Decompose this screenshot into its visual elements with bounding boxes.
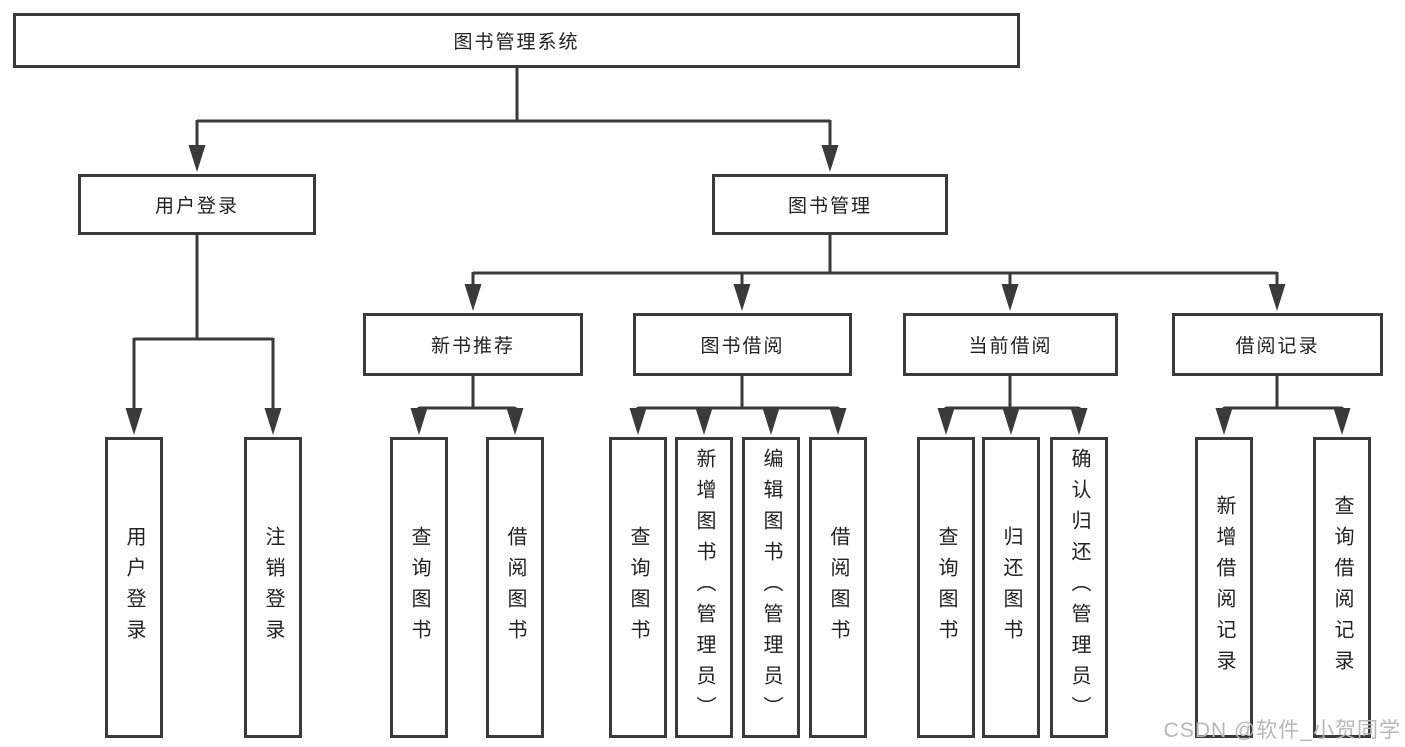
leaf-query-borrow-record: 查询借阅记录 — [1313, 437, 1371, 738]
node-label: 图书管理系统 — [453, 32, 580, 53]
leaf-edit-book-admin: 编辑图书（管理员） — [742, 437, 800, 738]
leaf-query-books-recommend: 查询图书 — [390, 437, 448, 738]
arrowhead — [125, 408, 143, 435]
leaf-add-book-admin: 新增图书（管理员） — [675, 437, 733, 738]
node-label: 编辑图书（管理员） — [760, 448, 782, 727]
node-label: 新书推荐 — [430, 336, 515, 357]
node-label: 当前借阅 — [968, 336, 1053, 357]
leaf-logout: 注销登录 — [244, 437, 302, 738]
arrowhead — [1001, 284, 1019, 311]
arrowhead — [264, 408, 282, 435]
node-new-book-recommendation: 新书推荐 — [363, 313, 583, 376]
node-book-borrowing: 图书借阅 — [633, 313, 852, 376]
node-label: 查询图书 — [408, 525, 430, 650]
node-label: 确认归还（管理员） — [1068, 448, 1090, 727]
node-label: 借阅记录 — [1235, 336, 1320, 357]
node-label: 查询图书 — [935, 525, 957, 650]
arrowhead — [829, 408, 847, 435]
leaf-query-books-current: 查询图书 — [917, 437, 975, 738]
node-user-login: 用户登录 — [78, 174, 316, 235]
arrowhead — [1215, 408, 1233, 435]
node-current-borrowing: 当前借阅 — [903, 313, 1118, 376]
leaf-add-borrow-record: 新增借阅记录 — [1195, 437, 1253, 738]
node-label: 注销登录 — [262, 525, 284, 650]
arrowhead — [464, 284, 482, 311]
arrowhead — [1070, 408, 1088, 435]
node-book-management: 图书管理 — [712, 174, 948, 235]
arrowhead — [506, 408, 524, 435]
node-label: 新增图书（管理员） — [693, 448, 715, 727]
arrowhead — [695, 408, 713, 435]
leaf-borrow-books-recommend: 借阅图书 — [486, 437, 544, 738]
leaf-confirm-return-admin: 确认归还（管理员） — [1050, 437, 1108, 738]
node-label: 用户登录 — [154, 196, 239, 217]
arrowhead — [1268, 284, 1286, 311]
arrowhead — [629, 408, 647, 435]
node-library-management-system: 图书管理系统 — [13, 13, 1020, 68]
leaf-user-login: 用户登录 — [105, 437, 163, 738]
arrowhead — [188, 145, 206, 172]
arrowhead — [1002, 408, 1020, 435]
node-label: 新增借阅记录 — [1213, 494, 1235, 681]
node-label: 用户登录 — [123, 525, 145, 650]
csdn-watermark: CSDN @软件_小贺同学 — [1163, 719, 1401, 742]
leaf-borrow-books-borrowing: 借阅图书 — [809, 437, 867, 738]
arrowhead — [937, 408, 955, 435]
node-label: 图书管理 — [787, 196, 872, 217]
leaf-return-books: 归还图书 — [982, 437, 1040, 738]
node-label: 查询图书 — [627, 525, 649, 650]
node-label: 归还图书 — [1000, 525, 1022, 650]
node-borrowing-records: 借阅记录 — [1172, 313, 1383, 376]
node-label: 图书借阅 — [700, 336, 785, 357]
arrowhead — [1333, 408, 1351, 435]
node-label: 借阅图书 — [504, 525, 526, 650]
node-label: 查询借阅记录 — [1331, 494, 1353, 681]
arrowhead — [821, 145, 839, 172]
arrowhead — [410, 408, 428, 435]
arrowhead — [733, 284, 751, 311]
node-label: 借阅图书 — [827, 525, 849, 650]
arrowhead — [762, 408, 780, 435]
leaf-query-books-borrowing: 查询图书 — [609, 437, 667, 738]
